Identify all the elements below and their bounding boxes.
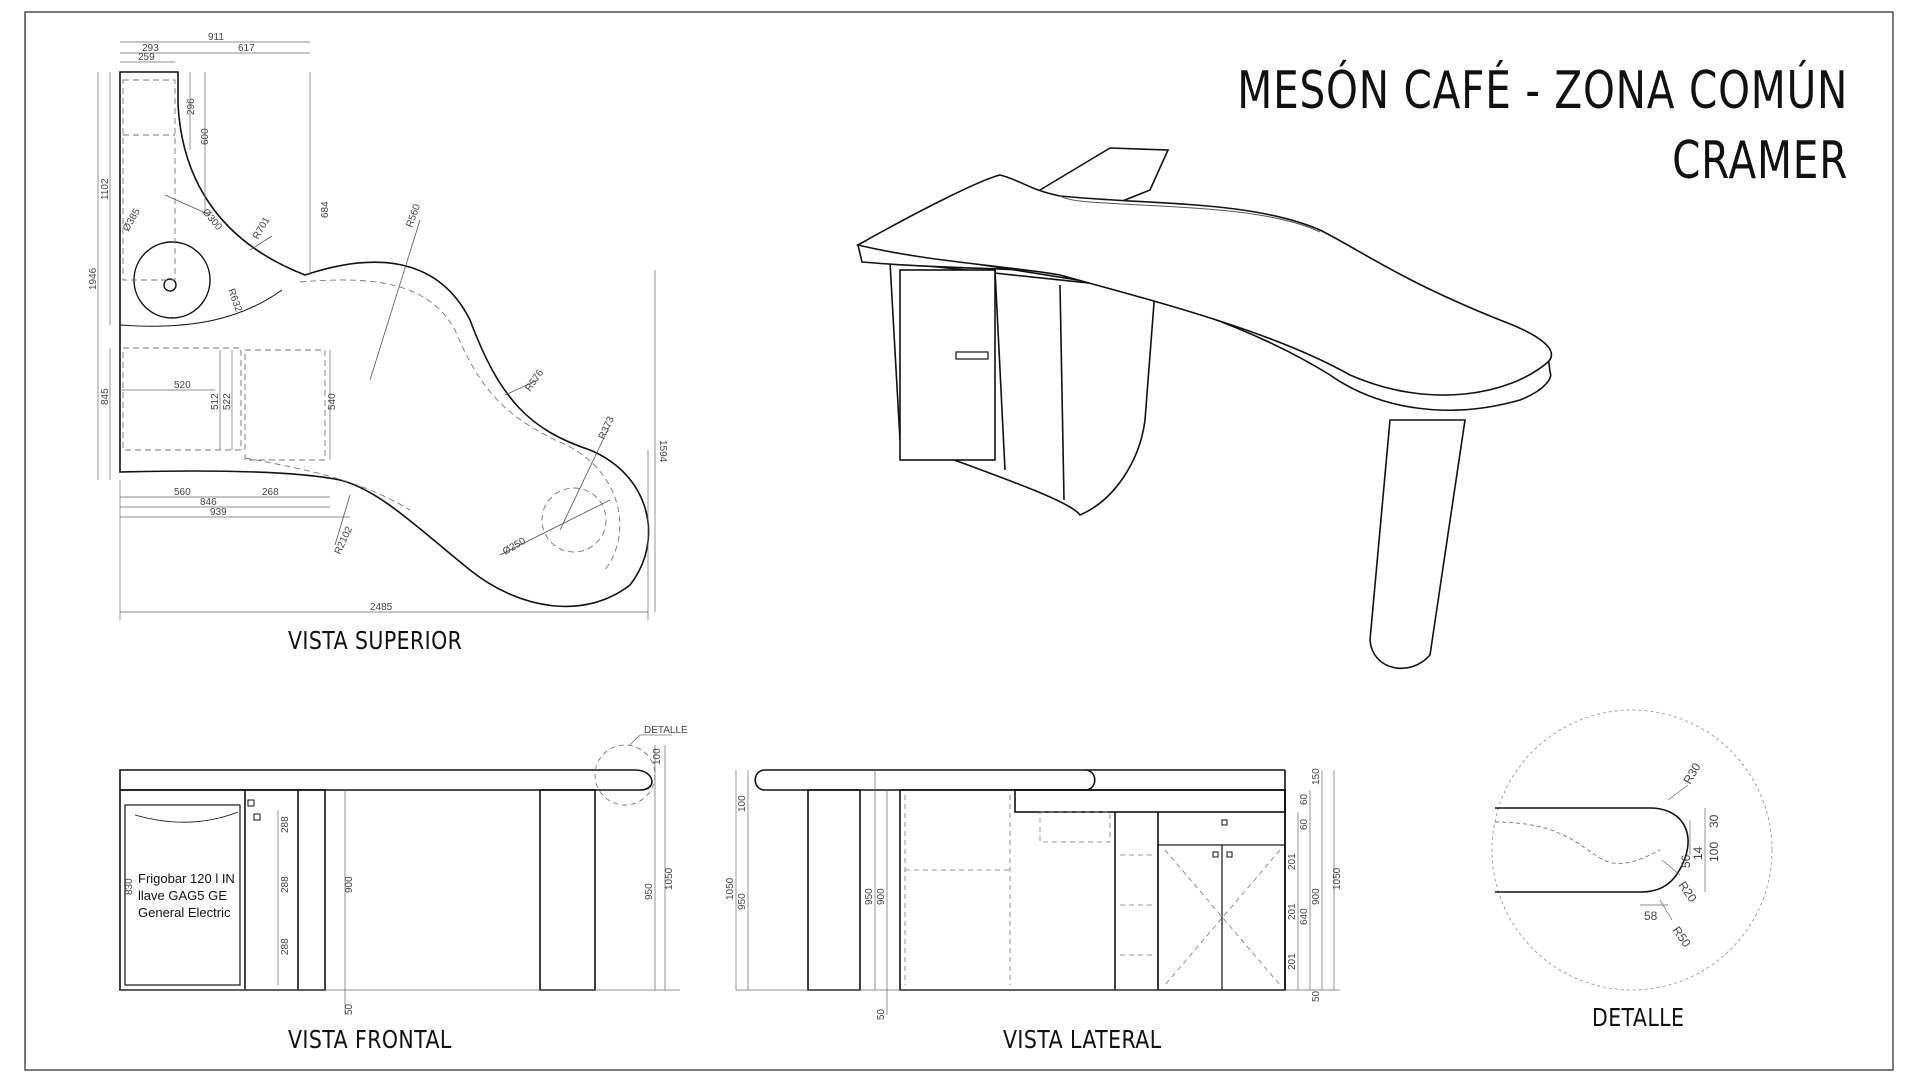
title-line-2: CRAMER (1671, 131, 1848, 191)
front-view (119, 734, 680, 1015)
svg-text:201: 201 (1287, 903, 1298, 920)
svg-text:50: 50 (344, 1003, 355, 1015)
iso-cabinet-door (899, 269, 996, 461)
front-countertop (119, 769, 653, 791)
svg-text:1050: 1050 (664, 867, 675, 890)
sheet-border (24, 11, 1894, 1071)
svg-text:R373: R373 (597, 415, 617, 442)
svg-text:830: 830 (124, 878, 135, 895)
svg-text:60: 60 (1299, 818, 1310, 830)
svg-text:640: 640 (1299, 908, 1310, 925)
detail-view (1491, 709, 1773, 991)
label-vista-lateral: VISTA LATERAL (1003, 1025, 1162, 1054)
svg-text:Ø250: Ø250 (501, 536, 528, 558)
svg-text:600: 600 (200, 128, 211, 145)
side-sink-deck (1014, 789, 1286, 813)
svg-text:900: 900 (1311, 888, 1322, 905)
front-detail-circle (594, 744, 656, 806)
svg-text:R560: R560 (404, 202, 423, 229)
svg-text:R20: R20 (1676, 879, 1700, 905)
svg-text:950: 950 (864, 888, 875, 905)
svg-text:1102: 1102 (100, 178, 111, 200)
svg-text:296: 296 (186, 98, 197, 115)
svg-text:540: 540 (327, 393, 338, 410)
svg-text:100: 100 (737, 795, 748, 812)
top-view-column-outline (541, 487, 607, 553)
svg-text:58: 58 (1644, 909, 1658, 923)
top-view-drain (163, 278, 177, 292)
detail-circle (1491, 709, 1773, 991)
svg-text:56: 56 (1679, 854, 1693, 868)
side-countertop (754, 769, 1096, 791)
svg-text:939: 939 (210, 507, 227, 518)
svg-text:100: 100 (1707, 842, 1721, 862)
side-column (807, 789, 861, 991)
fridge-note-line-1: Frigobar 120 l IN (138, 871, 235, 886)
svg-text:846: 846 (200, 497, 217, 508)
title-block: MESÓN CAFÉ - ZONA COMÚN CRAMER (1065, 56, 1848, 196)
svg-text:50: 50 (1311, 990, 1322, 1002)
svg-text:2485: 2485 (370, 602, 393, 613)
fridge-note-line-3: General Electric (138, 905, 231, 920)
label-vista-superior: VISTA SUPERIOR (288, 626, 463, 655)
svg-text:900: 900 (876, 888, 887, 905)
front-fridge (124, 804, 241, 986)
svg-text:14: 14 (1691, 846, 1705, 860)
svg-text:Ø385: Ø385 (121, 206, 143, 233)
svg-text:201: 201 (1287, 953, 1298, 970)
label-vista-frontal: VISTA FRONTAL (288, 1025, 452, 1054)
svg-text:288: 288 (280, 816, 291, 833)
svg-text:R632: R632 (225, 287, 244, 314)
svg-text:900: 900 (344, 876, 355, 893)
iso-countertop-top (855, 174, 1553, 396)
svg-text:Ø300: Ø300 (200, 207, 224, 233)
svg-text:560: 560 (174, 487, 191, 498)
svg-text:R30: R30 (1680, 760, 1703, 786)
top-view-countertop-outline (119, 71, 650, 608)
label-detalle: DETALLE (1592, 1003, 1685, 1032)
svg-text:150: 150 (1311, 768, 1322, 785)
svg-text:288: 288 (280, 876, 291, 893)
svg-text:1594: 1594 (657, 440, 668, 463)
front-detail-label: DETALLE (644, 725, 688, 736)
svg-text:R576: R576 (523, 367, 546, 393)
svg-text:100: 100 (652, 748, 663, 765)
svg-text:259: 259 (138, 52, 155, 63)
svg-text:50: 50 (876, 1008, 887, 1020)
svg-text:268: 268 (262, 487, 279, 498)
svg-text:1946: 1946 (88, 267, 99, 290)
front-view-text: DETALLE Frigobar 120 l IN llave GAG5 GE … (124, 725, 688, 1015)
front-column (539, 789, 596, 991)
svg-text:950: 950 (737, 893, 748, 910)
svg-text:201: 201 (1287, 853, 1298, 870)
svg-text:950: 950 (644, 883, 655, 900)
svg-text:1050: 1050 (1332, 867, 1343, 890)
iso-door-handle (955, 351, 989, 360)
svg-text:R50: R50 (1670, 924, 1694, 950)
svg-text:617: 617 (238, 43, 255, 54)
svg-text:60: 60 (1299, 793, 1310, 805)
title-line-1: MESÓN CAFÉ - ZONA COMÚN (1237, 61, 1848, 121)
svg-text:30: 30 (1707, 814, 1721, 828)
svg-text:512: 512 (210, 393, 221, 410)
side-view (735, 769, 1340, 1015)
svg-text:522: 522 (222, 393, 233, 410)
svg-text:1050: 1050 (725, 877, 736, 900)
side-view-dimensions: 1050 950 100 950 900 50 201 201 201 640 … (725, 768, 1343, 1020)
detail-edge-profile (1495, 807, 1689, 893)
iso-column (1369, 419, 1466, 670)
svg-text:293: 293 (142, 43, 159, 54)
svg-text:684: 684 (320, 201, 331, 218)
dim-911: 911 (208, 32, 224, 43)
svg-text:845: 845 (100, 388, 111, 405)
svg-text:288: 288 (280, 938, 291, 955)
isometric-view (855, 147, 1553, 670)
detail-dimensions: R30 R20 R50 30 14 56 100 58 (1644, 760, 1721, 950)
top-view (97, 41, 656, 620)
svg-text:520: 520 (174, 380, 191, 391)
fridge-note-line-2: llave GAG5 GE (138, 888, 227, 903)
